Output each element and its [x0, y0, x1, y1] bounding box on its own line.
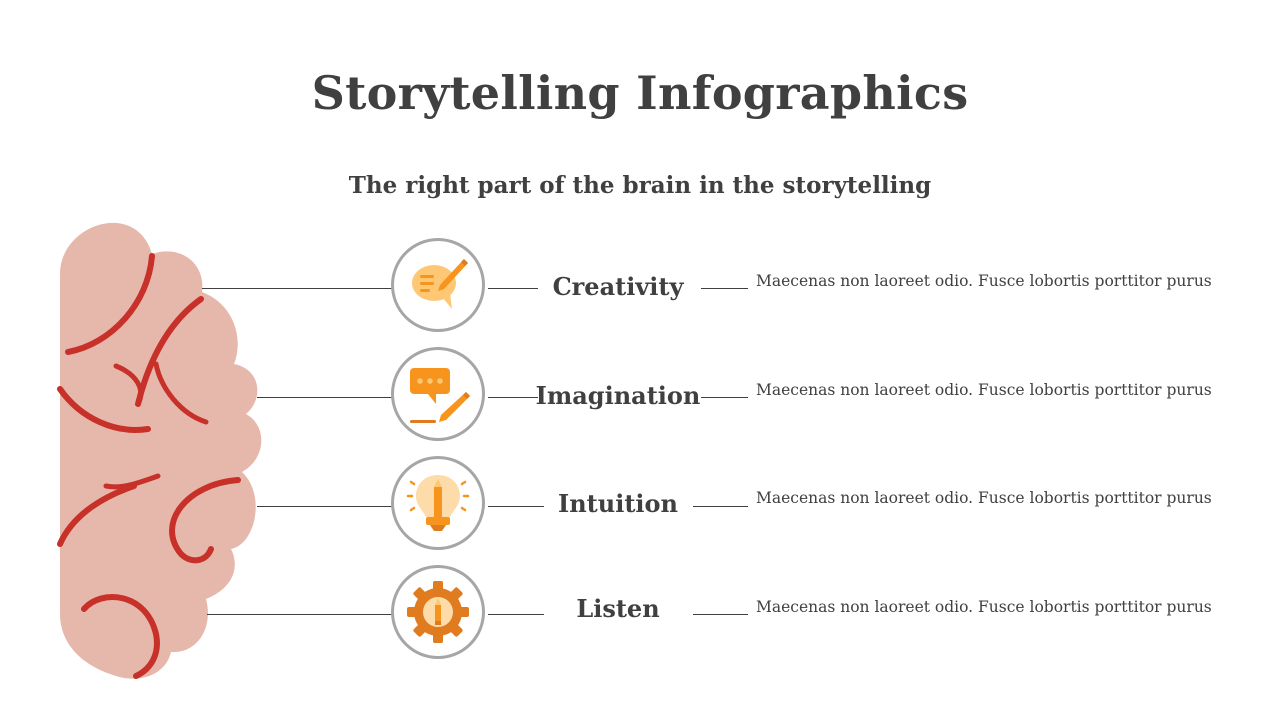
brain-shape	[60, 222, 262, 679]
icon-circle-intuition	[391, 456, 485, 550]
item-description-intuition: Maecenas non laoreet odio. Fusce loborti…	[756, 489, 1212, 507]
brain-veins	[57, 253, 241, 679]
connector-line	[701, 288, 748, 289]
connector-line	[488, 614, 544, 615]
connector-line	[693, 614, 748, 615]
connector-line	[701, 397, 748, 398]
connector-line	[202, 288, 394, 289]
brain-illustration	[57, 222, 262, 679]
connector-line	[488, 397, 538, 398]
item-label-intuition: Intuition	[558, 489, 678, 518]
icon-circle-imagination	[391, 347, 485, 441]
lightbulb-icon	[406, 475, 470, 531]
item-description-creativity: Maecenas non laoreet odio. Fusce loborti…	[756, 272, 1212, 290]
item-label-creativity: Creativity	[552, 272, 684, 301]
page-subtitle: The right part of the brain in the story…	[348, 172, 932, 199]
connector-line	[488, 288, 538, 289]
gear-pencil-icon	[407, 581, 469, 643]
message-pencil-icon	[410, 368, 470, 423]
connector-line	[488, 506, 544, 507]
icon-circle-listen	[391, 565, 485, 659]
connector-line	[693, 506, 748, 507]
item-label-listen: Listen	[576, 594, 660, 623]
connector-line	[257, 397, 394, 398]
item-description-listen: Maecenas non laoreet odio. Fusce loborti…	[756, 598, 1212, 616]
icon-circle-creativity	[391, 238, 485, 332]
connector-line	[207, 614, 394, 615]
item-description-imagination: Maecenas non laoreet odio. Fusce loborti…	[756, 381, 1212, 399]
connector-line	[257, 506, 394, 507]
item-label-imagination: Imagination	[535, 381, 701, 410]
page-title: Storytelling Infographics	[311, 66, 969, 120]
chat-pencil-icon	[412, 259, 468, 309]
